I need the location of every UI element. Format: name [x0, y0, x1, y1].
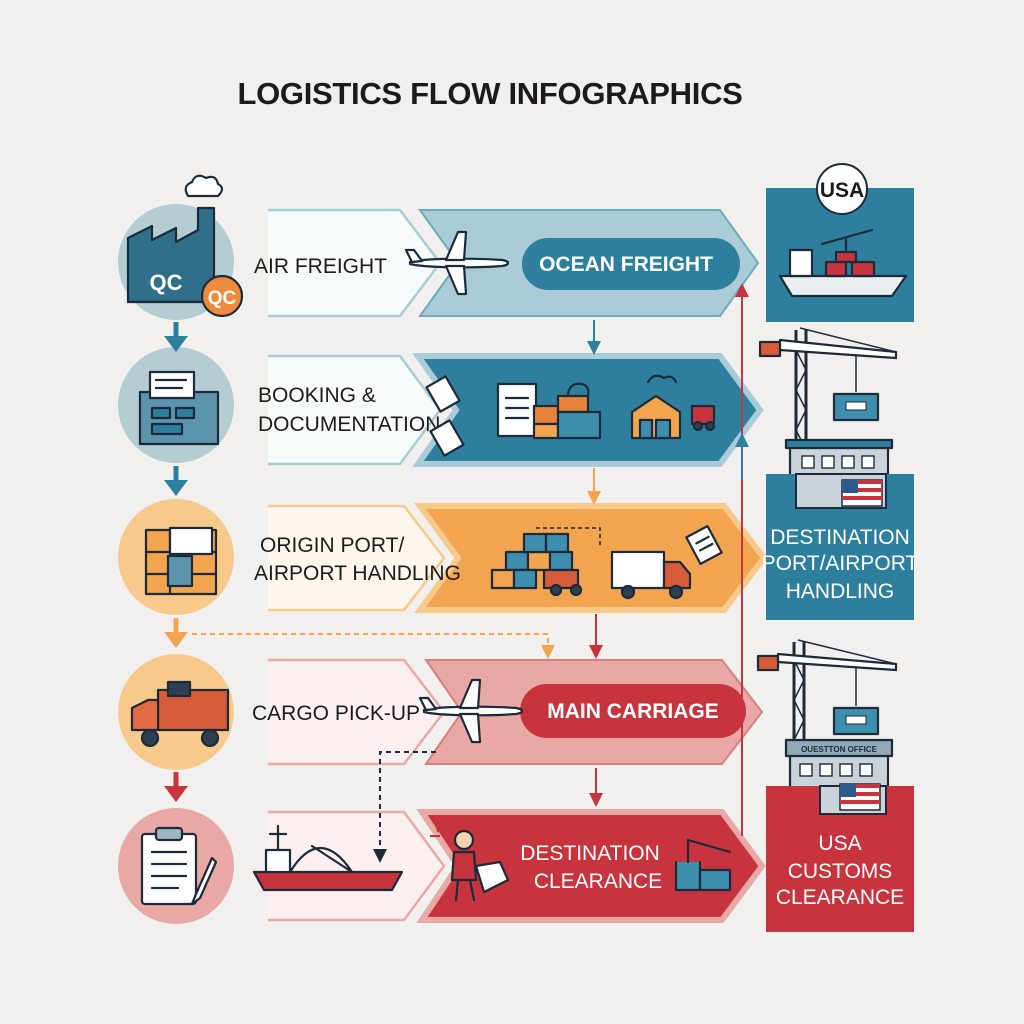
airplane-icon: [418, 678, 524, 744]
clipboard-icon: [140, 826, 218, 906]
usa-customs-line-3: CLEARANCE: [776, 886, 904, 909]
band-row-5: DESTINATION CLEARANCE: [268, 809, 766, 923]
step-label-origin-2: AIRPORT HANDLING: [254, 562, 461, 585]
destination-port-box: DESTINATION PORT/AIRPORT HANDLING: [762, 473, 919, 620]
office-sign: OUESTTON OFFICE: [801, 745, 878, 754]
usa-flag-icon: [839, 783, 881, 811]
usa-customs-box: USA CUSTOMS CLEARANCE: [766, 783, 914, 932]
step-label-cargo-pickup: CARGO PICK-UP: [252, 702, 420, 725]
shelving-icon: [144, 526, 218, 596]
step-label-booking-1: BOOKING &: [258, 384, 376, 407]
page-title: LOGISTICS FLOW INFOGRAPHICS: [237, 76, 742, 111]
usa-badge: USA: [820, 179, 864, 202]
step-label-air-freight: AIR FREIGHT: [254, 255, 387, 278]
ship-icon: [778, 228, 908, 298]
step-label-booking-2: DOCUMENTATION: [258, 413, 440, 436]
warehouse-icon: [630, 374, 716, 440]
usa-customs-line-1: USA: [818, 832, 861, 855]
containers-icon: [532, 382, 602, 440]
stage-label-destination-clearance-2: CLEARANCE: [534, 870, 662, 893]
factory-icon: QC QC: [126, 174, 244, 318]
airplane-icon: [404, 230, 510, 296]
truck-icon: [610, 550, 692, 600]
stage-label-destination-clearance-1: DESTINATION: [520, 842, 660, 865]
qc-badge-right: QC: [208, 288, 237, 309]
worker-icon: [430, 821, 510, 902]
stage-label-ocean-freight: OCEAN FREIGHT: [539, 253, 713, 276]
documentation-desk-icon: [138, 370, 220, 446]
destination-port-line-2: PORT/AIRPORT: [762, 552, 919, 575]
clipboard-icon: [496, 382, 538, 438]
destination-port-line-3: HANDLING: [786, 580, 895, 603]
usa-customs-line-2: CUSTOMS: [788, 860, 893, 883]
containers-icon: [490, 527, 601, 597]
qc-badge-left: QC: [150, 270, 183, 295]
connectors: [192, 283, 749, 863]
truck-icon: [130, 680, 230, 748]
documents-icon: [425, 375, 465, 457]
destination-port-line-1: DESTINATION: [770, 526, 910, 549]
flow-arrows-left: [164, 322, 188, 802]
usa-flag-icon: [841, 479, 883, 507]
ship-icon: [252, 824, 404, 892]
stage-pill-ocean-freight: [522, 238, 740, 290]
crane-icon: [674, 838, 732, 892]
step-label-origin-1: ORIGIN PORT/: [260, 534, 404, 557]
stage-label-main-carriage: MAIN CARRIAGE: [547, 700, 719, 723]
stage-pill-main-carriage: [520, 684, 746, 738]
usa-ship-box: USA: [766, 163, 914, 322]
documents-icon: [685, 525, 723, 565]
